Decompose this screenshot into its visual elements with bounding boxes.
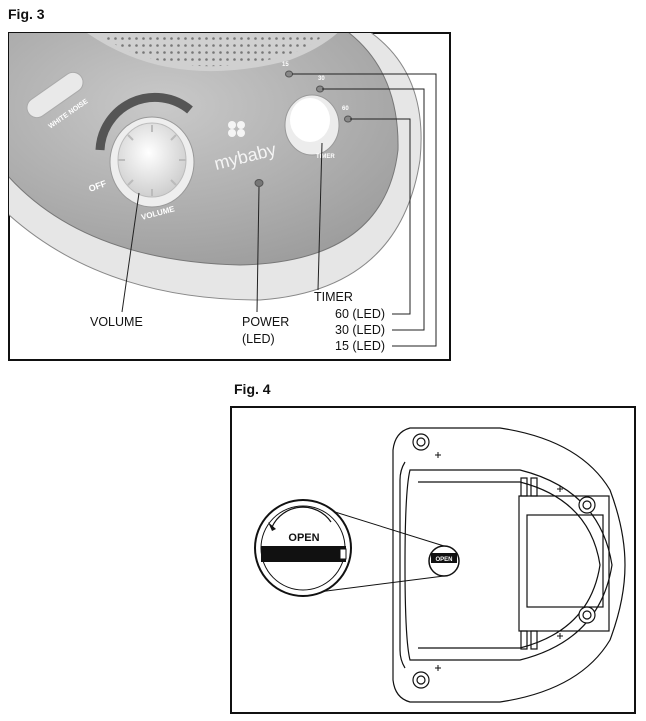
open-label-small: OPEN: [435, 557, 452, 563]
battery-compartment: [518, 477, 610, 650]
power-callout: POWER: [242, 315, 289, 329]
led-15-callout: 15 (LED): [335, 339, 385, 353]
volume-knob[interactable]: [109, 116, 195, 208]
battery-cover-dial-enlarged: OPEN: [254, 499, 352, 597]
figure-4-title: Fig. 4: [234, 381, 271, 397]
open-label: OPEN: [288, 532, 319, 544]
figure-3-device-front: WHITE NOISE OFF VOLUME mybaby: [8, 32, 451, 361]
timer-button[interactable]: TIMER: [284, 94, 340, 160]
zoom-lines: [302, 501, 445, 595]
timer-button-label: TIMER: [316, 154, 335, 160]
figure-3-title: Fig. 3: [8, 6, 45, 22]
volume-callout: VOLUME: [90, 315, 143, 329]
battery-cover-dial-small[interactable]: OPEN: [428, 545, 460, 577]
volume-arc-indicator: [95, 92, 193, 151]
speaker-grille: [95, 33, 327, 67]
power-led: [254, 179, 264, 187]
timer-callout: TIMER: [314, 290, 353, 304]
device-base-outline: [392, 427, 626, 703]
svg-text:30: 30: [318, 76, 325, 82]
open-arrow-icon: [271, 506, 332, 528]
led-30-callout: 30 (LED): [335, 323, 385, 337]
svg-text:60: 60: [342, 106, 349, 112]
power-led-callout: (LED): [242, 332, 275, 346]
svg-text:15: 15: [282, 62, 289, 68]
device-body: [9, 33, 399, 266]
callout-lines: [121, 73, 437, 347]
led-60-callout: 60 (LED): [335, 307, 385, 321]
